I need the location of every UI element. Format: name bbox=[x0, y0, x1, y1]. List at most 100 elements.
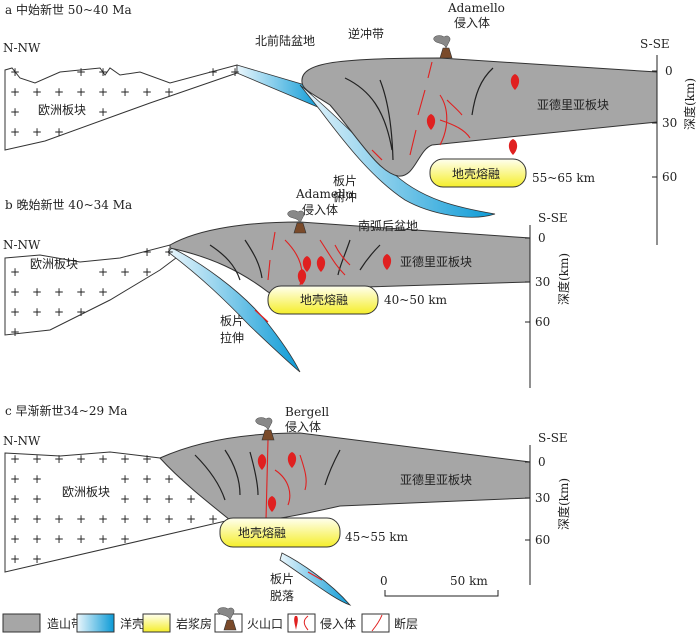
fault-swatch bbox=[361, 613, 390, 633]
slab-label-1: 板片 bbox=[220, 314, 244, 328]
crustal-melt-chamber bbox=[267, 285, 379, 315]
plus-symbol: + bbox=[120, 85, 130, 99]
slab-label-2: 俯冲 bbox=[333, 189, 357, 204]
plus-symbol: + bbox=[32, 532, 42, 546]
magma-chamber-swatch bbox=[142, 613, 171, 633]
legend-label: 造山带 bbox=[47, 617, 83, 631]
panel-b: b 晚始新世 40~34 Ma N-NW S-SE Adamello 侵入体 南… bbox=[3, 187, 571, 388]
slab-label-2: 拉伸 bbox=[220, 330, 244, 345]
plus-symbol: + bbox=[10, 65, 20, 79]
plus-symbol: + bbox=[54, 285, 64, 299]
melt-label: 地壳熔融 bbox=[238, 525, 286, 540]
adria-plate-label: 亚德里亚板块 bbox=[400, 254, 472, 269]
depth-tick: 60 bbox=[535, 533, 550, 547]
slab-label-1: 板片 bbox=[333, 174, 357, 188]
plus-symbol: + bbox=[54, 512, 64, 526]
panel-a: a 中始新世 50~40 Ma N-NW S-SE Adamello 侵入体 北… bbox=[3, 1, 697, 245]
plus-symbol: + bbox=[120, 492, 130, 506]
plus-symbol: + bbox=[186, 492, 196, 506]
plus-symbol: + bbox=[120, 265, 130, 279]
european-plate bbox=[4, 64, 238, 151]
plus-symbol: + bbox=[10, 105, 20, 119]
plus-symbol: + bbox=[10, 452, 20, 466]
plus-symbol: + bbox=[76, 285, 86, 299]
plus-symbol: + bbox=[142, 492, 152, 506]
melt-depth: 55~65 km bbox=[532, 171, 596, 185]
detached-slab bbox=[279, 552, 352, 606]
plus-symbol: + bbox=[10, 492, 20, 506]
plus-symbol: + bbox=[10, 532, 20, 546]
crustal-melt-chamber bbox=[429, 158, 527, 188]
depth-axis-label: 深度(km) bbox=[556, 253, 571, 305]
plus-symbol: + bbox=[54, 305, 64, 319]
plus-symbol: + bbox=[98, 285, 108, 299]
plus-symbol: + bbox=[54, 125, 64, 139]
crustal-melt-chamber bbox=[219, 517, 341, 548]
panel-a-left-label: N-NW bbox=[3, 41, 41, 55]
orogen bbox=[301, 57, 658, 177]
plus-symbol: + bbox=[208, 65, 218, 79]
depth-tick: 60 bbox=[662, 170, 677, 184]
plus-symbol: + bbox=[120, 512, 130, 526]
plus-symbol: + bbox=[142, 452, 152, 466]
plus-symbol: + bbox=[10, 265, 20, 279]
plus-symbol: + bbox=[76, 85, 86, 99]
slab-arrow bbox=[307, 571, 323, 581]
plus-symbol: + bbox=[98, 105, 108, 119]
plus-symbol: + bbox=[142, 85, 152, 99]
depth-tick: 60 bbox=[535, 315, 550, 329]
slab-arrow bbox=[371, 149, 383, 161]
euro-plate-label: 欧洲板块 bbox=[38, 103, 86, 117]
plus-symbol: + bbox=[76, 65, 86, 79]
plus-symbol: + bbox=[32, 512, 42, 526]
plus-symbol: + bbox=[32, 492, 42, 506]
panel-c-left-label: N-NW bbox=[3, 434, 41, 448]
thrust-faults bbox=[209, 239, 381, 281]
intrusion-swatch bbox=[287, 613, 316, 633]
plus-symbol: + bbox=[142, 245, 152, 259]
panel-c-title: c 早渐新世34~29 Ma bbox=[5, 403, 127, 418]
plus-symbol: + bbox=[164, 492, 174, 506]
legend: 造山带 洋壳 岩浆房 火山口 侵入体 断层 bbox=[2, 607, 418, 633]
plus-symbol: + bbox=[10, 552, 20, 566]
plus-symbol: + bbox=[208, 512, 218, 526]
melt-depth: 40~50 km bbox=[384, 293, 448, 307]
legend-label: 断层 bbox=[394, 616, 418, 631]
panel-c-right-label: S-SE bbox=[538, 431, 568, 445]
intrusion-icon bbox=[294, 616, 298, 630]
plus-symbol: + bbox=[98, 65, 108, 79]
panel-a-right-label: S-SE bbox=[640, 37, 670, 51]
plus-symbol: + bbox=[10, 285, 20, 299]
orogen-swatch bbox=[2, 613, 41, 633]
euro-plate-label: 欧洲板块 bbox=[30, 257, 78, 271]
plus-symbol: + bbox=[32, 305, 42, 319]
plus-symbol: + bbox=[164, 245, 174, 259]
plus-symbol: + bbox=[98, 265, 108, 279]
depth-tick: 0 bbox=[665, 64, 673, 78]
plus-symbol: + bbox=[32, 125, 42, 139]
plus-symbol: + bbox=[142, 472, 152, 486]
plus-symbol: + bbox=[230, 65, 240, 79]
plus-symbol: + bbox=[32, 285, 42, 299]
plus-symbol: + bbox=[54, 532, 64, 546]
plus-symbol: + bbox=[10, 472, 20, 486]
orogen bbox=[159, 432, 531, 522]
plus-symbol: + bbox=[54, 452, 64, 466]
depth-tick: 0 bbox=[538, 231, 546, 245]
intrusion-label: 侵入体 bbox=[454, 15, 490, 30]
depth-tick: 30 bbox=[535, 491, 550, 505]
intrusion-label: 侵入体 bbox=[302, 202, 338, 217]
plus-symbol: + bbox=[120, 532, 130, 546]
depth-axis-label: 深度(km) bbox=[556, 478, 571, 530]
scale-zero: 0 bbox=[380, 574, 388, 588]
euro-plate-label: 欧洲板块 bbox=[62, 485, 110, 499]
slab-arrow bbox=[254, 309, 269, 323]
plus-symbol: + bbox=[32, 452, 42, 466]
legend-label: 岩浆房 bbox=[176, 616, 212, 631]
red-faults bbox=[267, 231, 351, 286]
plus-symbol: + bbox=[120, 452, 130, 466]
panel-b-right-label: S-SE bbox=[538, 211, 568, 225]
melt-label: 地壳熔融 bbox=[452, 166, 500, 181]
plus-symbol: + bbox=[10, 305, 20, 319]
